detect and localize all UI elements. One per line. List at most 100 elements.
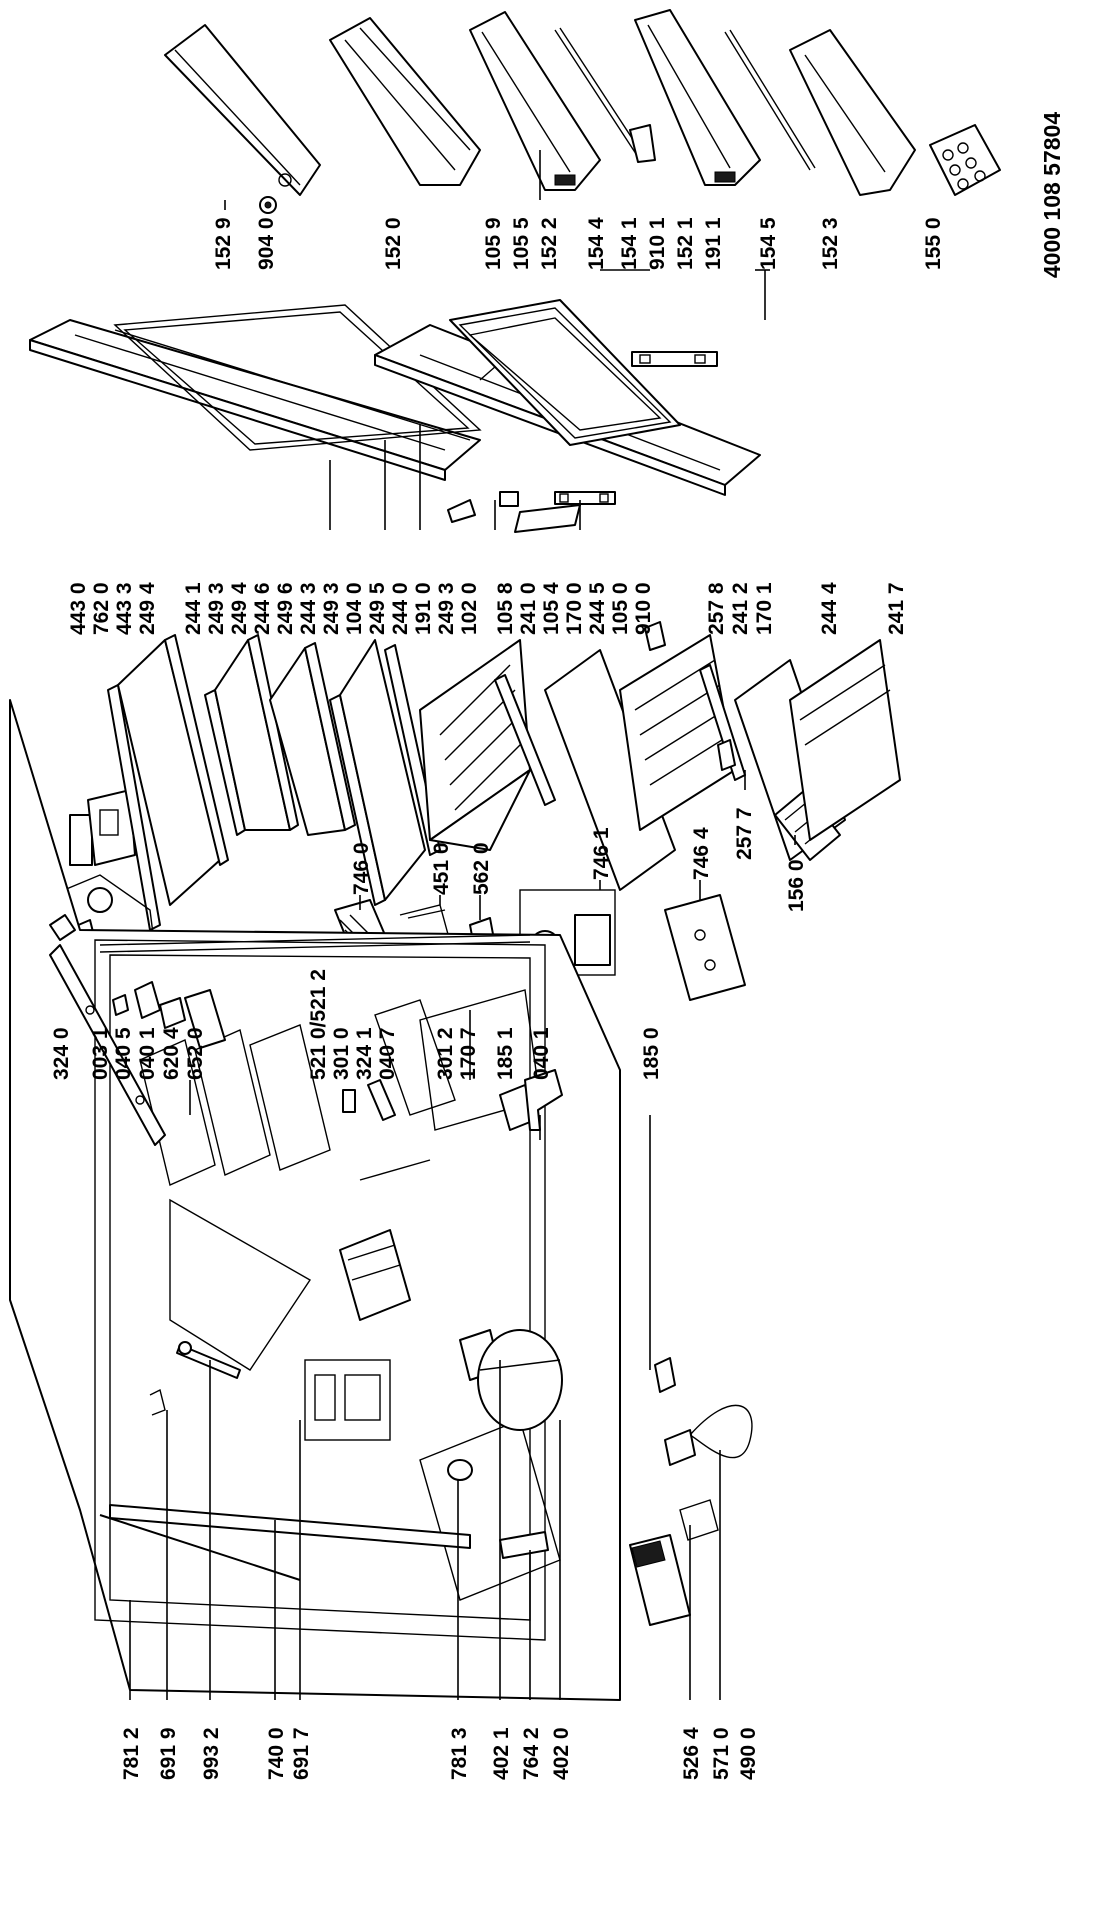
label-746-4: 746 4 (690, 827, 713, 880)
rail-301-2 (359, 1159, 431, 1181)
egg-tray-155-0 (929, 124, 1001, 196)
clip-257-7 (717, 739, 736, 771)
terminal-571-0 (679, 1499, 719, 1541)
label-191-1: 191 1 (702, 217, 725, 270)
door-bin-152-1 (634, 9, 761, 186)
label-249-3-b: 249 3 (320, 582, 343, 635)
label-191-0: 191 0 (412, 582, 435, 635)
label-155-0: 155 0 (922, 217, 945, 270)
label-105-0: 105 0 (609, 582, 632, 635)
label-451-0: 451 0 (430, 842, 453, 895)
door-bin-152-2 (469, 11, 601, 191)
label-762-0: 762 0 (90, 582, 113, 635)
drain-pan-781-3 (447, 1459, 473, 1481)
shelf-trim-249-6 (247, 634, 299, 831)
label-257-8: 257 8 (705, 582, 728, 635)
top-cover-324-0 (49, 914, 76, 941)
label-740-0: 740 0 (265, 1727, 288, 1780)
drawer-241-7 (789, 639, 901, 841)
leader-lines (129, 150, 796, 1700)
door-bin-152-3 (789, 29, 916, 196)
label-156-0: 156 0 (785, 859, 808, 912)
label-764-2: 764 2 (520, 1727, 543, 1780)
door-handle-910-1 (631, 351, 718, 367)
door-bin-152-0 (329, 17, 481, 186)
label-301-2: 301 2 (434, 1027, 457, 1080)
label-040-1-b: 040 1 (530, 1027, 553, 1080)
label-324-1: 324 1 (353, 1027, 376, 1080)
label-571-0: 571 0 (710, 1727, 733, 1780)
label-691-9: 691 9 (157, 1727, 180, 1780)
label-910-1: 910 1 (646, 217, 669, 270)
label-746-0: 746 0 (350, 842, 373, 895)
label-402-0: 402 0 (550, 1727, 573, 1780)
label-244-1: 244 1 (182, 582, 205, 635)
shelf-trim-249-4 (107, 684, 161, 931)
label-152-1: 152 1 (674, 217, 697, 270)
label-185-1: 185 1 (494, 1027, 517, 1080)
label-154-4: 154 4 (585, 217, 608, 270)
label-040-7: 040 7 (376, 1027, 399, 1080)
light-cover-652-0 (184, 989, 226, 1049)
label-781-3: 781 3 (448, 1727, 471, 1780)
door-gasket-191-1 (449, 299, 681, 446)
label-040-1-a: 040 1 (136, 1027, 159, 1080)
glass-shelf-244-0 (339, 639, 426, 901)
display-board-691-7 (304, 1359, 391, 1441)
label-257-7: 257 7 (733, 807, 756, 860)
hinge-105-0 (514, 504, 581, 533)
drawer-trim-170-0 (494, 674, 556, 806)
control-panel-443-0 (69, 789, 136, 866)
compressor-402-0 (477, 1329, 563, 1431)
label-154-1: 154 1 (618, 217, 641, 270)
label-105-8: 105 8 (494, 582, 517, 635)
label-904-0: 904 0 (255, 217, 278, 270)
rail-170-7 (99, 934, 531, 953)
label-105-5: 105 5 (510, 217, 533, 270)
label-443-3: 443 3 (113, 582, 136, 635)
door-gasket-191-0 (113, 304, 482, 451)
label-781-2: 781 2 (120, 1727, 143, 1780)
drain-tube-781-2 (99, 1514, 301, 1581)
hinge-040-1-lower (524, 1069, 563, 1131)
label-249-5: 249 5 (366, 582, 389, 635)
label-152-2: 152 2 (538, 217, 561, 270)
label-691-7: 691 7 (290, 1727, 313, 1780)
label-241-7: 241 7 (885, 582, 908, 635)
label-324-0: 324 0 (50, 1027, 73, 1080)
label-402-1: 402 1 (490, 1727, 513, 1780)
lamp-holder-620-4 (159, 997, 186, 1029)
drawer-241-2 (619, 634, 736, 831)
drawer-241-0 (419, 639, 531, 851)
bin-support-154-4 (554, 27, 656, 163)
door-handle-910-0 (554, 491, 616, 505)
power-cord-490-0 (664, 1404, 753, 1466)
label-105-4: 105 4 (540, 582, 563, 635)
clip-257-8 (644, 621, 666, 651)
label-170-7: 170 7 (457, 1027, 480, 1080)
drain-clip-691-9 (149, 1388, 166, 1416)
label-152-0: 152 0 (382, 217, 405, 270)
label-152-3: 152 3 (819, 217, 842, 270)
label-301-0: 301 0 (330, 1027, 353, 1080)
label-443-0: 443 0 (67, 582, 90, 635)
label-490-0: 490 0 (737, 1727, 760, 1780)
hinge-040-5 (112, 994, 129, 1016)
label-620-4: 620 4 (160, 1027, 183, 1080)
label-993-2: 993 2 (200, 1727, 223, 1780)
label-244-3: 244 3 (297, 582, 320, 635)
cover-040-7 (367, 1079, 396, 1121)
label-185-0: 185 0 (640, 1027, 663, 1080)
label-526-4: 526 4 (680, 1727, 703, 1780)
shelf-trim-249-3b (304, 642, 356, 831)
drawer-cover-244-5 (544, 649, 676, 891)
hinge-plate-003-1 (49, 944, 166, 1146)
cover-324-1 (342, 1089, 356, 1113)
bin-support-154-5 (724, 29, 816, 171)
label-241-2: 241 2 (729, 582, 752, 635)
label-105-9: 105 9 (482, 217, 505, 270)
label-249-4-b: 249 4 (228, 582, 251, 635)
label-746-1: 746 1 (590, 827, 613, 880)
hinge-040-1-upper (134, 981, 161, 1019)
